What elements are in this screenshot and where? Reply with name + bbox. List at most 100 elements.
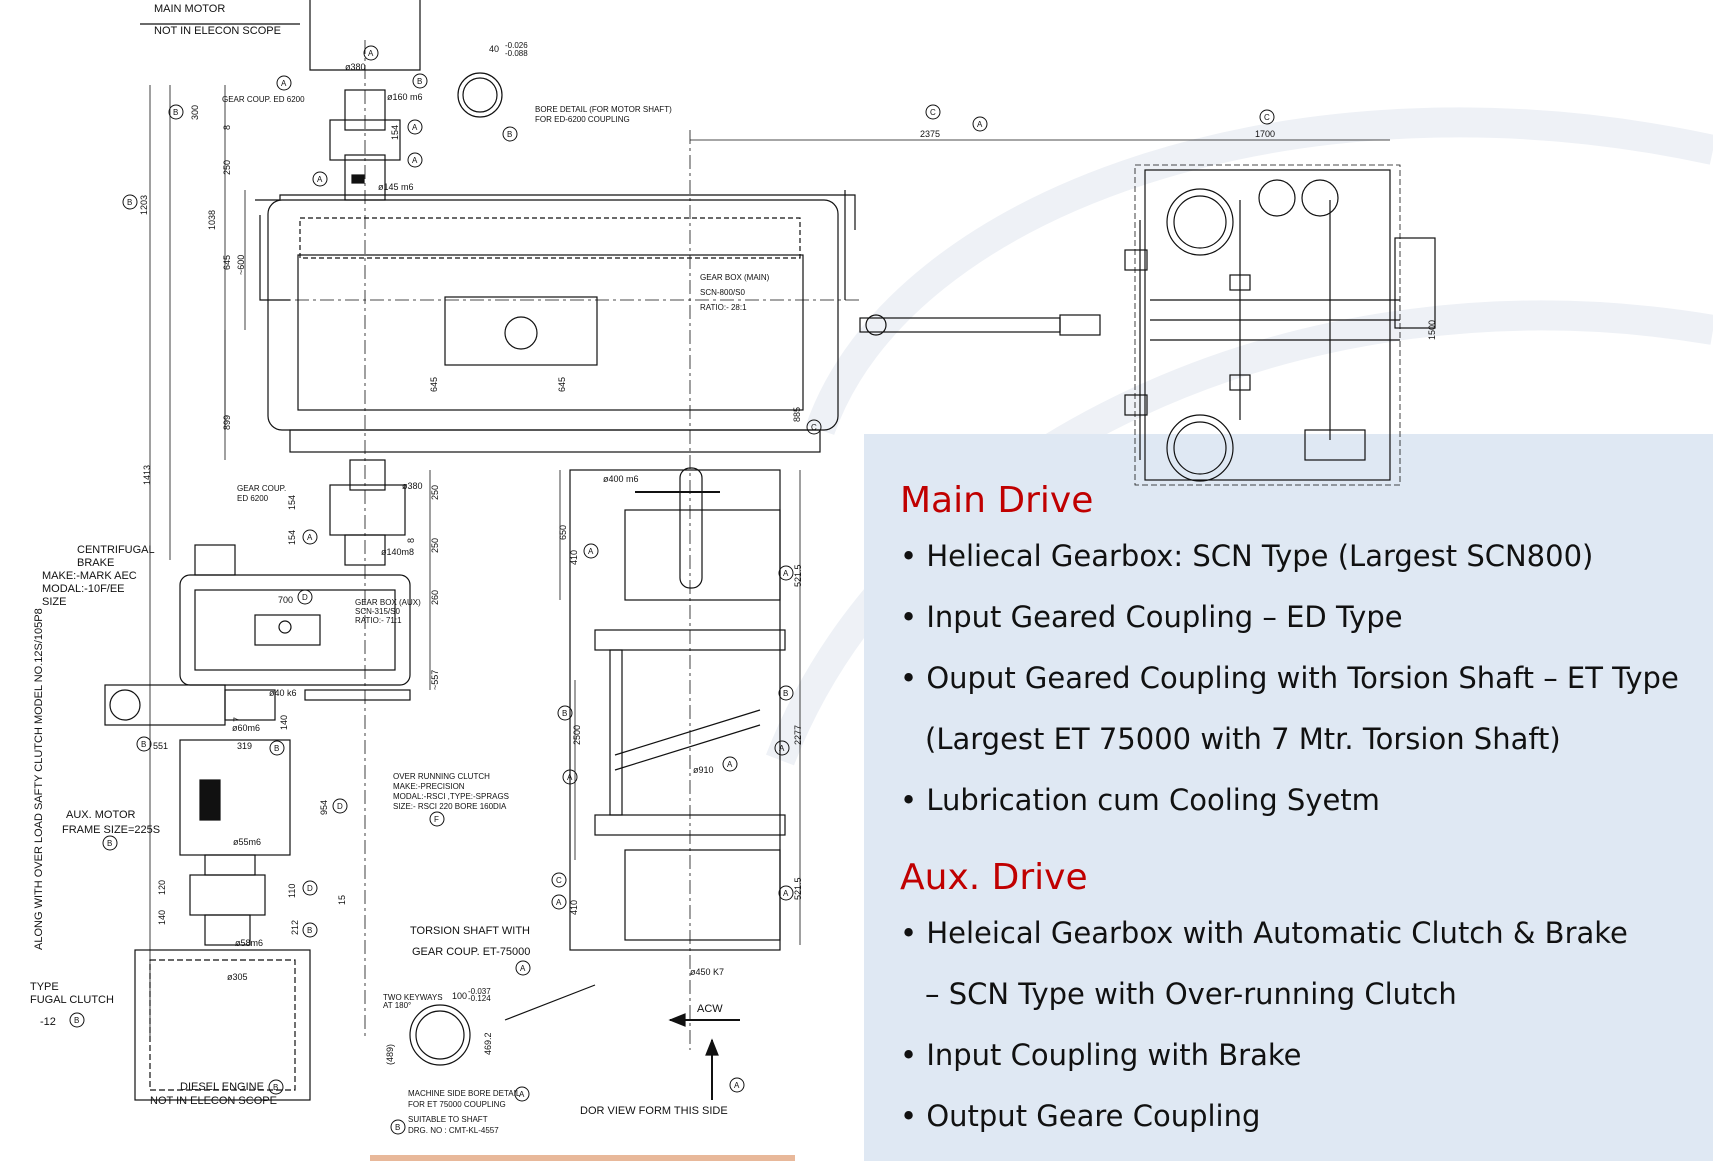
label-gearbox-aux-1: GEAR BOX (AUX) — [355, 598, 421, 607]
label-two-keyways-2: AT 180° — [383, 1001, 411, 1010]
text-panel — [864, 434, 1713, 1161]
label-model-vertical: ALONG WITH OVER LOAD SAFTY CLUTCH MODEL … — [33, 608, 45, 950]
svg-text:A: A — [281, 79, 287, 88]
dim-d650: 650 — [558, 525, 568, 540]
lube-unit-frame — [1144, 169, 1391, 481]
svg-text:A: A — [588, 547, 594, 556]
dim-d140: 140 — [279, 715, 289, 730]
label-gearbox-aux-2: SCN-315/S0 — [355, 607, 400, 616]
main-gearbox-body — [267, 199, 839, 431]
label-over-running-3: MODAL:-RSCI ,TYPE:-SPRAGS — [393, 792, 509, 801]
main-drive-bullet-continuation: (Largest ET 75000 with 7 Mtr. Torsion Sh… — [925, 722, 1561, 756]
dim-d450: ø450 K7 — [690, 967, 724, 977]
label-dor-view: DOR VIEW FORM THIS SIDE — [580, 1105, 728, 1117]
svg-text:A: A — [567, 773, 573, 782]
main-drive-bullet: • Ouput Geared Coupling with Torsion Sha… — [900, 661, 1679, 695]
svg-text:C: C — [930, 108, 936, 117]
dim-d700: 700 — [278, 595, 293, 605]
main-drive-bullet: • Lubrication cum Cooling Syetm — [900, 783, 1380, 817]
dim-d088: -0.088 — [505, 49, 528, 58]
label-gear-coup-mid-1: GEAR COUP. — [237, 484, 286, 493]
svg-text:C: C — [556, 876, 562, 885]
dim-d521-bot: 521.5 — [793, 877, 803, 900]
aux-drive-bullet: • Input Coupling with Brake — [900, 1038, 1302, 1072]
bore-detail-top — [457, 72, 503, 118]
bore-detail-bottom — [409, 1004, 471, 1066]
dim-d154-mid2: 154 — [287, 530, 297, 545]
svg-text:B: B — [562, 709, 567, 718]
dim-d300: 300 — [190, 105, 200, 120]
svg-text:B: B — [307, 926, 312, 935]
svg-text:A: A — [307, 533, 313, 542]
label-torsion-1: TORSION SHAFT WITH — [410, 925, 530, 937]
lube-tank-top — [1166, 188, 1234, 256]
dim-d60m6: ø60m6 — [232, 723, 260, 733]
dim-d55m6: ø55m6 — [233, 837, 261, 847]
torsion-shaft-outline — [569, 469, 781, 951]
dim-d2375: 2375 — [920, 129, 940, 139]
dim-d58m6: ø58m6 — [235, 938, 263, 948]
svg-text:B: B — [141, 740, 146, 749]
dim-d410-top: 410 — [569, 550, 579, 565]
dim-d250-mid1: 250 — [430, 485, 440, 500]
svg-text:F: F — [434, 815, 439, 824]
main-drive-bullet: • Heliecal Gearbox: SCN Type (Largest SC… — [900, 539, 1594, 573]
aux-drive-bullet: • Output Geare Coupling — [900, 1099, 1261, 1133]
svg-text:A: A — [783, 889, 789, 898]
dim-d250-mid2: 250 — [430, 538, 440, 553]
svg-text:A: A — [368, 49, 374, 58]
label-torsion-2: GEAR COUP. ET-75000 — [412, 946, 530, 958]
dim-d140m8: ø140m8 — [381, 547, 414, 557]
dim-d645-left: 645 — [222, 255, 232, 270]
label-diesel-2: NOT IN ELECON SCOPE — [150, 1095, 277, 1107]
svg-text:A: A — [519, 1090, 525, 1099]
dim-d1500: 1500 — [1427, 320, 1437, 340]
svg-text:A: A — [412, 156, 418, 165]
label-centrifugal-1: CENTRIFUGAL — [77, 544, 155, 556]
dim-d160: ø160 m6 — [387, 92, 423, 102]
label-suitable-1: SUITABLE TO SHAFT — [408, 1115, 488, 1124]
dim-d1203: 1203 — [139, 195, 149, 215]
label-gearbox-aux-3: RATIO:- 71:1 — [355, 616, 402, 625]
dim-d154-mid1: 154 — [287, 495, 297, 510]
gearbox-center-bore — [504, 316, 538, 350]
dim-d380-top: ø380 — [345, 62, 366, 72]
label-type-3: -12 — [40, 1016, 56, 1028]
label-gearbox-main-2: SCN-800/S0 — [700, 288, 745, 297]
svg-text:A: A — [977, 120, 983, 129]
label-centrifugal-4: MODAL:-10F/EE — [42, 583, 125, 595]
lube-tank-bottom — [1166, 414, 1234, 482]
svg-text:A: A — [556, 898, 562, 907]
dim-d026: -0.026 — [505, 41, 528, 50]
dim-d899: 899 — [222, 415, 232, 430]
svg-text:B: B — [173, 108, 178, 117]
dim-d1038: 1038 — [207, 210, 217, 230]
svg-text:B: B — [74, 1016, 79, 1025]
aux-gearbox-body — [179, 574, 411, 686]
dim-d250-top: 250 — [222, 160, 232, 175]
label-centrifugal-2: BRAKE — [77, 557, 114, 569]
top-gear-coupling — [329, 119, 401, 161]
dim-d551: 551 — [153, 741, 168, 751]
dim-d2277: 2277 — [793, 725, 803, 745]
dim-d2500: 2500 — [572, 725, 582, 745]
svg-text:B: B — [507, 130, 512, 139]
dim-d40-top: 40 — [489, 44, 499, 54]
svg-text:C: C — [811, 423, 817, 432]
label-main-motor: MAIN MOTOR — [154, 3, 225, 15]
dim-d1700: 1700 — [1255, 129, 1275, 139]
label-aux-motor-2: FRAME SIZE=225S — [62, 824, 160, 836]
gearbox-center-window — [444, 296, 598, 366]
main-drive-bullet: • Input Geared Coupling – ED Type — [900, 600, 1403, 634]
drive-description: Main Drive • Heliecal Gearbox: SCN Type … — [900, 476, 1713, 1147]
label-not-in-scope-top: NOT IN ELECON SCOPE — [154, 25, 281, 37]
svg-text:A: A — [783, 569, 789, 578]
svg-text:A: A — [520, 964, 526, 973]
dim-d319: 319 — [237, 741, 252, 751]
dim-d954: 954 — [319, 800, 329, 815]
svg-text:B: B — [783, 689, 788, 698]
label-diesel-1: DIESEL ENGINE — [180, 1081, 264, 1093]
dim-d305: ø305 — [227, 972, 248, 982]
dim-d557: ~557 — [430, 670, 440, 690]
